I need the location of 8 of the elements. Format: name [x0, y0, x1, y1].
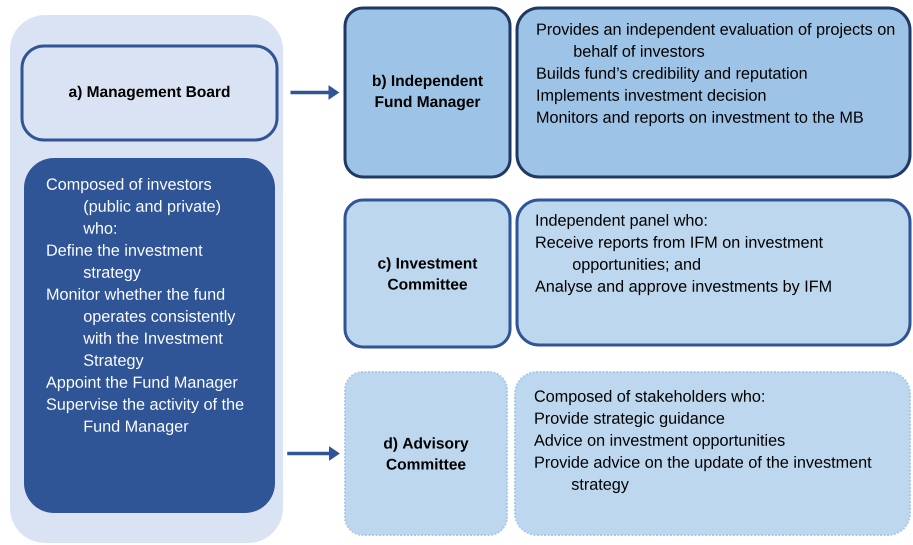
title-box: b) Independent Fund Manager	[344, 6, 512, 178]
description-box: Independent panel who: Receive reports from IFM on investment opportunities; and Analyse and approve investments by IFM	[516, 198, 912, 346]
title-box: c) Investment Committee	[344, 198, 512, 348]
description-box: Provides an independent evaluation of projects on behalf of investors Builds fund’s credibility and reputation Implements investment decision Monitors and reports on investment to the MB	[516, 6, 912, 178]
description-box: Composed of stakeholders who: Provide strategic guidance Advice on investment opportunities Provide advice on the update of the investment strategy	[514, 371, 911, 536]
title-box: a) Management Board	[20, 44, 278, 142]
title-box: d) Advisory Committee	[344, 371, 508, 536]
description-box: Composed of investors (public and private) who: Define the investment strategy Monitor whether the fund operates consistently with the Investment Strategy Appoint the Fund Manager Supervise the activity of the Fund Manager	[24, 158, 275, 513]
